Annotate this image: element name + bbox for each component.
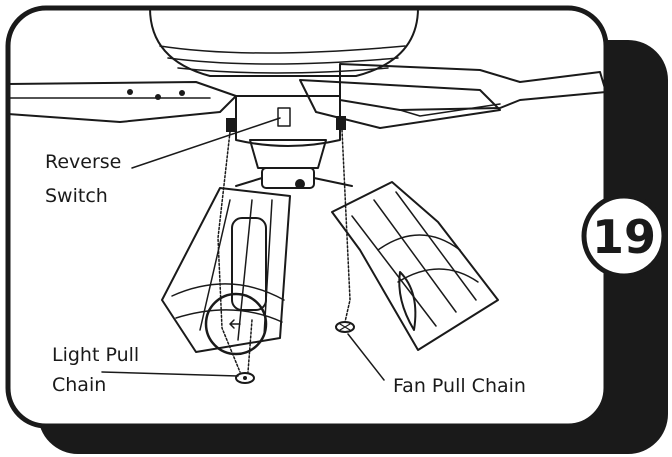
light-pull-chain-leader (101, 371, 239, 377)
fan-pull-chain-leader (347, 333, 385, 381)
step-number: 19 (592, 210, 656, 264)
reverse-switch-leader (131, 117, 281, 169)
step-number-badge: 19 (581, 193, 667, 279)
fan-pull-chain-label: Fan Pull Chain (393, 375, 526, 397)
reverse-switch-label: Reverse Switch (45, 151, 127, 207)
light-pull-chain-label: Light Pull Chain (52, 344, 145, 396)
ceiling-fan-illustration (8, 8, 606, 384)
